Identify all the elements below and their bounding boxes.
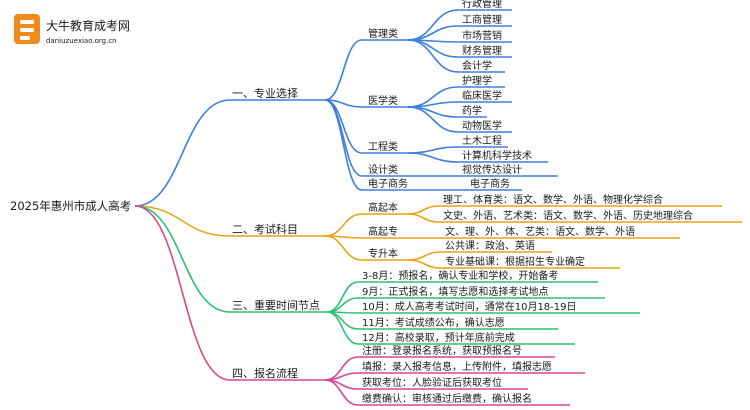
leaf-label: 缴费确认：审核通过后缴费，确认报名 — [362, 392, 532, 405]
leaf-label: 视觉传达设计 — [462, 163, 522, 176]
leaf-connector — [324, 379, 359, 406]
leaf-label: 12月：高校录取，预计年底前完成 — [362, 331, 515, 344]
group-label: 管理类 — [368, 27, 398, 40]
leaf-connector — [407, 251, 442, 261]
leaf-label: 文史、外语、艺术类：语文、数学、外语、历史地理综合 — [443, 209, 693, 222]
leaf-connector — [407, 205, 440, 215]
branch-connector — [134, 99, 231, 207]
group-label: 医学类 — [368, 94, 398, 107]
leaf-connector — [326, 311, 359, 345]
leaf-label: 药学 — [462, 104, 482, 117]
group-label: 高起专 — [368, 225, 398, 238]
leaf-connector — [407, 39, 459, 73]
leaf-connector — [326, 281, 359, 313]
branch-connector — [134, 205, 231, 313]
group-label: 工程类 — [368, 140, 398, 153]
leaf-label: 电子商务 — [470, 177, 510, 190]
branch-label: 一、专业选择 — [232, 86, 298, 100]
leaf-label: 工商管理 — [462, 13, 502, 26]
leaf-label: 市场营销 — [462, 29, 502, 42]
leaf-connector — [407, 9, 459, 41]
leaf-label: 获取考位：人脸验证后获取考位 — [362, 376, 502, 389]
leaf-label: 动物医学 — [462, 119, 502, 132]
branch-label: 二、考试科目 — [232, 222, 298, 236]
leaf-label: 护理学 — [462, 74, 492, 87]
group-label: 高起本 — [368, 201, 398, 214]
leaf-connector — [407, 213, 440, 223]
leaf-label: 财务管理 — [462, 44, 502, 57]
leaf-label: 土木工程 — [462, 134, 502, 147]
group-connector — [324, 235, 363, 261]
logo-name: 大牛教育成考网 — [46, 18, 130, 33]
branch-connector — [134, 205, 231, 381]
leaf-label: 填报：录入报考信息，上传附件，填报志愿 — [362, 360, 552, 373]
leaf-label: 行政管理 — [462, 0, 502, 10]
leaf-label: 会计学 — [462, 59, 492, 72]
leaf-label: 10月：成人高考考试时间，通常在10月18-19日 — [362, 300, 577, 313]
group-connector — [324, 39, 363, 101]
leaf-connector — [324, 372, 359, 381]
logo-icon-stripe — [20, 36, 30, 40]
leaf-connector — [326, 297, 359, 313]
leaf-connector — [407, 25, 459, 41]
leaf-label: 11月：考试成绩公布，确认志愿 — [362, 316, 505, 329]
logo-icon-stripe — [20, 28, 34, 32]
logo-icon-stripe — [20, 20, 34, 24]
branch-connector — [134, 205, 231, 237]
leaf-label: 文、理、外、体、艺类：语文、数学、外语 — [445, 225, 635, 238]
leaf-label: 公共课：政治、英语 — [445, 239, 535, 252]
leaf-label: 专业基础课：根据招生专业确定 — [445, 255, 585, 268]
group-connector — [324, 99, 363, 191]
leaf-label: 计算机科学技术 — [462, 149, 532, 162]
branch-label: 四、报名流程 — [232, 366, 298, 380]
site-logo — [14, 14, 40, 44]
leaf-label: 注册：登录报名系统，获取预报名号 — [362, 344, 522, 357]
leaf-connector — [407, 101, 459, 108]
leaf-label: 临床医学 — [462, 89, 502, 102]
group-label: 专升本 — [368, 247, 398, 260]
group-label: 电子商务 — [368, 177, 408, 190]
leaf-label: 理工、体育类：语文、数学、外语、物理化学综合 — [443, 193, 663, 206]
leaf-connector — [407, 152, 459, 163]
logo-url: daniuzuexiao.org.cn — [46, 37, 117, 45]
root-node: 2025年惠州市成人高考 — [10, 199, 131, 213]
group-connector — [324, 213, 363, 237]
group-connector — [324, 99, 363, 177]
leaf-connector — [407, 146, 459, 154]
leaf-label: 3-8月：预报名，确认专业和学校，开始备考 — [362, 269, 558, 282]
leaf-connector — [407, 259, 442, 269]
group-label: 设计类 — [368, 163, 398, 176]
leaf-connector — [407, 106, 459, 133]
branch-label: 三、重要时间节点 — [232, 298, 320, 312]
leaf-label: 9月：正式报名，填写志愿和选择考试地点 — [362, 285, 548, 298]
